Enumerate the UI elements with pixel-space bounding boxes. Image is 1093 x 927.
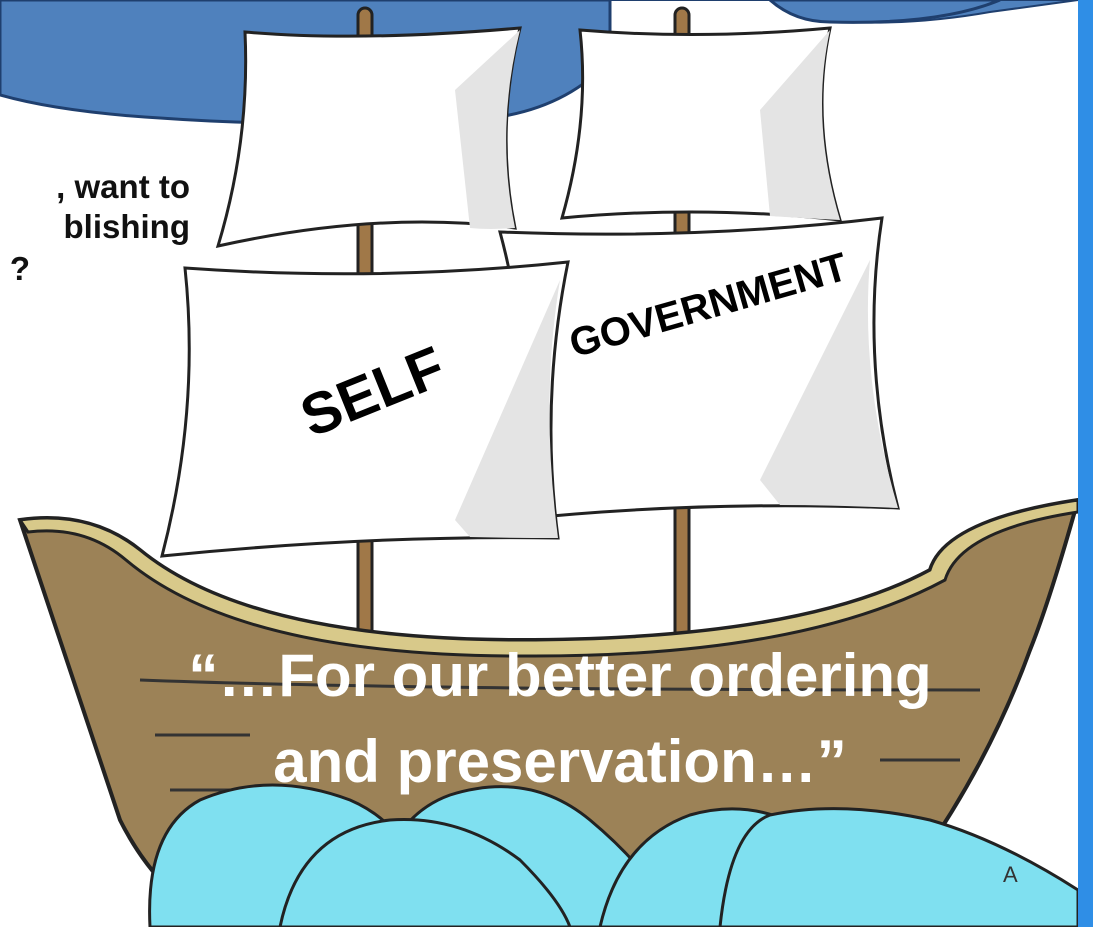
left-lower-sail-shade <box>455 280 560 538</box>
quote-line-2: and preservation…” <box>273 728 847 795</box>
corner-mark: A <box>1003 862 1018 887</box>
right-edge-bar <box>1078 0 1093 927</box>
question-text: , want to blishing ? <box>0 168 190 328</box>
question-line-3: ? <box>9 250 30 287</box>
question-line-1: , want to <box>56 168 190 205</box>
hull-plank <box>139 678 981 692</box>
top-right-sail-shade <box>760 30 840 220</box>
right-lower-sail-shade <box>760 260 898 508</box>
quote-line-1: “…For our better ordering <box>188 642 932 709</box>
top-left-sail-shade <box>455 30 520 229</box>
wave <box>718 807 1080 927</box>
wave <box>278 818 572 927</box>
sky-cloud-right <box>767 0 1001 24</box>
question-line-2: blishing <box>63 208 191 245</box>
